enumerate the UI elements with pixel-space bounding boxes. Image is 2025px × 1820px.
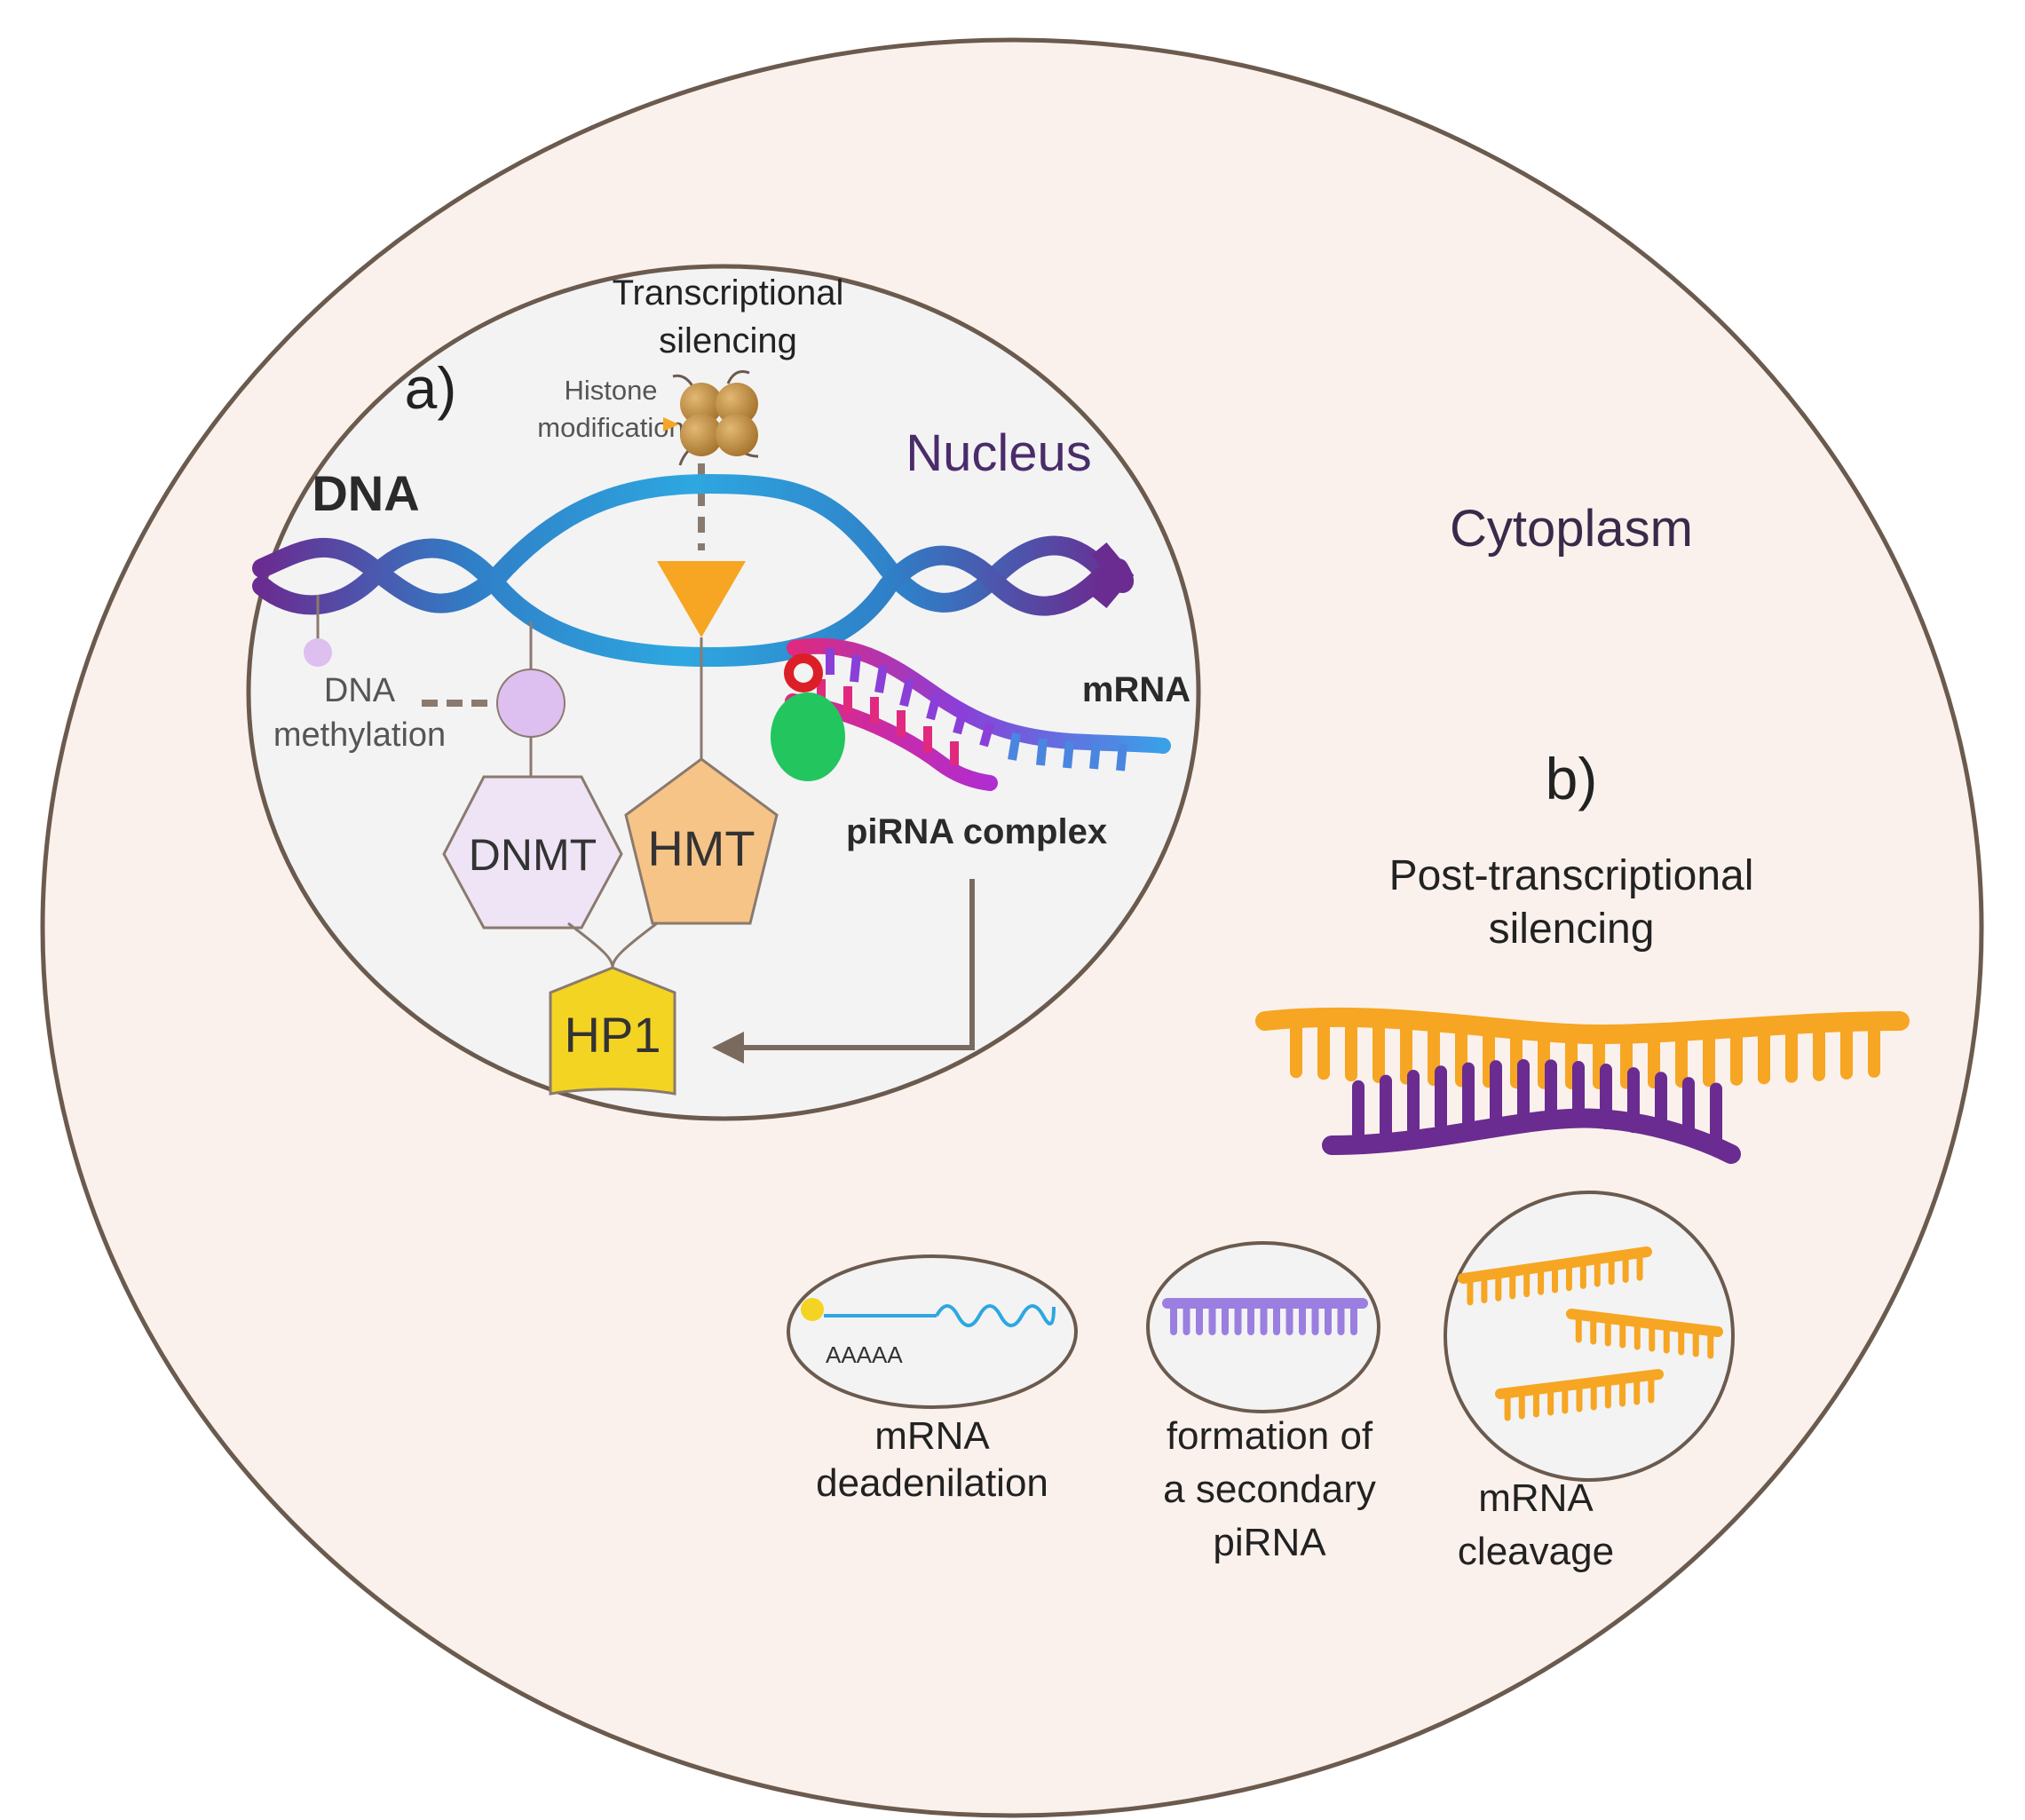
hp1-protein bbox=[549, 966, 676, 1096]
deadenylation-label-2: deadenilation bbox=[816, 1461, 1048, 1505]
transcriptional-silencing-label: Transcriptional bbox=[613, 273, 844, 313]
hmt-enzyme bbox=[624, 757, 779, 925]
transcriptional-silencing-label-2: silencing bbox=[659, 321, 797, 360]
secondary-pirna-label: formation of bbox=[1167, 1414, 1373, 1458]
nucleus-label: Nucleus bbox=[906, 424, 1092, 482]
dnmt-label: DNMT bbox=[469, 830, 597, 880]
histone-modification-label: Histone bbox=[564, 375, 657, 406]
deadenylation-icon bbox=[801, 1298, 1056, 1327]
cytoplasm-label: Cytoplasm bbox=[1450, 500, 1693, 558]
secondary-pirna-label-2: a secondary bbox=[1163, 1468, 1376, 1511]
hp1-y-connector bbox=[567, 922, 658, 969]
dna-label: DNA bbox=[312, 465, 419, 521]
cleavage-panel bbox=[1444, 1191, 1735, 1482]
nucleosome-icon bbox=[663, 370, 759, 466]
histone-modification-label-2: modification bbox=[537, 412, 684, 443]
mrna-label: mRNA bbox=[1082, 670, 1190, 709]
dna-methylation-label-2: methylation bbox=[273, 716, 446, 754]
polya-tail-label: AAAAA bbox=[826, 1341, 903, 1368]
hp1-label: HP1 bbox=[565, 1007, 661, 1063]
hmt-label: HMT bbox=[647, 820, 755, 876]
dna-double-helix bbox=[252, 473, 1135, 668]
panel-b-label: b) bbox=[1546, 746, 1598, 811]
cleavage-label: mRNA bbox=[1478, 1476, 1594, 1520]
panel-a-label: a) bbox=[405, 355, 457, 421]
pirna-complex-icon bbox=[771, 637, 1171, 791]
post-transcriptional-label: Post-transcriptional bbox=[1389, 852, 1754, 899]
secondary-pirna-icon bbox=[1162, 1298, 1368, 1335]
secondary-pirna-label-3: piRNA bbox=[1213, 1521, 1326, 1564]
methyl-group-small-icon bbox=[304, 638, 332, 667]
histone-mark-triangle bbox=[657, 561, 746, 637]
cleaved-fragments-icon bbox=[1458, 1246, 1723, 1421]
deadenylation-label: mRNA bbox=[874, 1414, 990, 1458]
dnmt-enzyme bbox=[442, 775, 623, 930]
deadenylation-panel bbox=[787, 1254, 1078, 1409]
cleavage-label-2: cleavage bbox=[1458, 1530, 1614, 1573]
post-transcriptional-label-2: silencing bbox=[1489, 906, 1655, 953]
pirna-complex-label: piRNA complex bbox=[846, 812, 1107, 851]
methyl-group-icon bbox=[496, 669, 566, 738]
pirna-to-hp1-arrow bbox=[712, 879, 975, 1064]
pirna-target-duplex-icon bbox=[1255, 1007, 1910, 1164]
dna-methylation-label: DNA bbox=[324, 672, 396, 709]
